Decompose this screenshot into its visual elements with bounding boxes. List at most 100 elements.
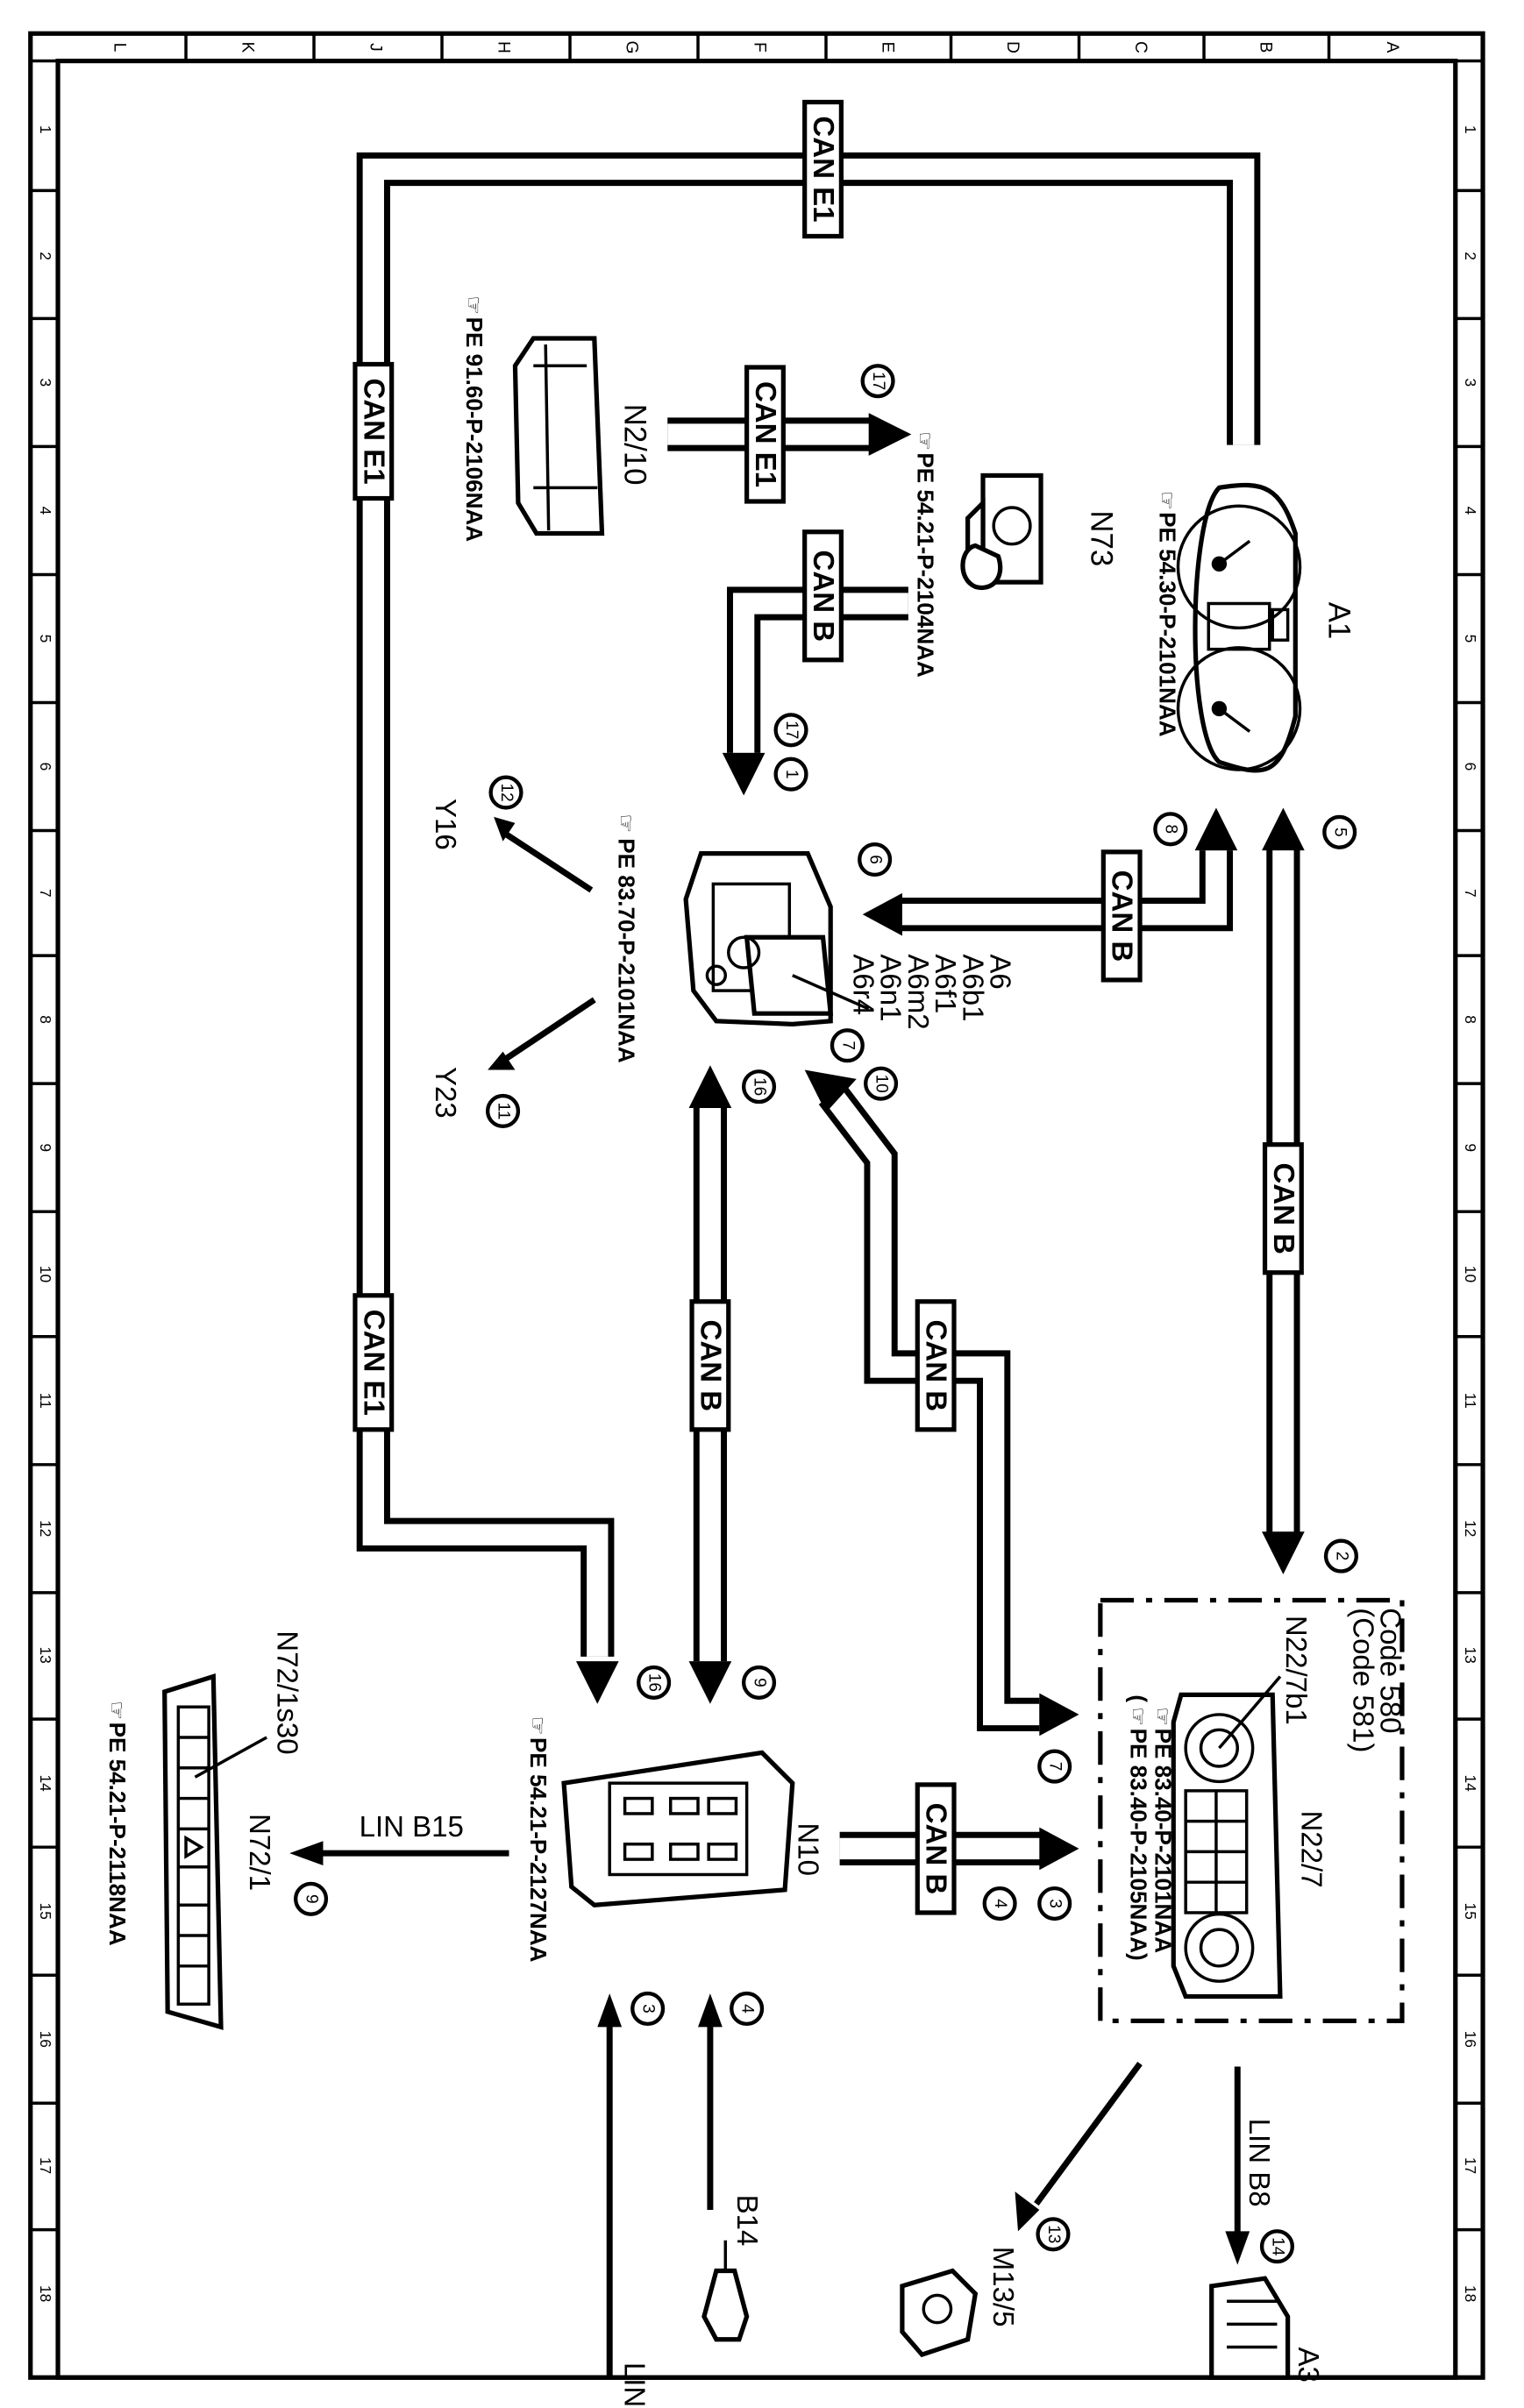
zone-letter: L — [110, 43, 129, 53]
lin-b8-label: LIN B8 — [1243, 2119, 1276, 2207]
bus-label-text: CAN B — [694, 1320, 727, 1412]
marker: 13 — [1036, 2217, 1071, 2252]
zone-number: 6 — [1462, 763, 1479, 771]
marker: 8 — [1153, 812, 1188, 847]
svg-text:8: 8 — [1162, 824, 1180, 834]
component-code-n2-10: N2/10 — [618, 404, 652, 486]
marker: 3 — [630, 1991, 666, 2027]
zone-number: 15 — [1462, 1903, 1479, 1920]
svg-text:5: 5 — [1331, 828, 1350, 837]
arrow-heads — [575, 413, 1305, 1871]
zone-number: 17 — [37, 2157, 54, 2174]
svg-text:7: 7 — [838, 1041, 857, 1050]
marker: 6 — [858, 842, 893, 877]
book-icon: ☞ — [1126, 1707, 1150, 1726]
bus-label-can-e1: CAN E1 — [744, 365, 786, 504]
bus-label-text: CAN B — [921, 1803, 953, 1895]
instrument-cluster-a1: A1 PE 54.30-P-2101NAA ☞ — [1155, 482, 1356, 773]
svg-text:17: 17 — [869, 372, 887, 390]
arrow-left-icon — [862, 892, 902, 936]
component-ref-n22-7-b: PE 83.40-P-2105NAA) — [1126, 1729, 1152, 1961]
component-code-n22-7b1: N22/7b1 — [1280, 1616, 1313, 1725]
svg-text:17: 17 — [782, 721, 801, 739]
svg-text:4: 4 — [738, 2004, 757, 2014]
bus-label-can-e1: CAN E1 — [802, 99, 844, 239]
zone-letter: C — [1131, 41, 1150, 53]
lin-b15-label: LIN B15 — [360, 1810, 464, 1843]
sam-module-n10: N10 PE 54.21-P-2127NAA ☞ — [525, 1716, 825, 1963]
zone-number: 4 — [1462, 507, 1479, 515]
code-580-label: Code 580 — [1375, 1608, 1407, 1733]
zone-number: 2 — [1462, 252, 1479, 260]
marker: 4 — [730, 1991, 765, 2027]
zone-number: 14 — [37, 1775, 54, 1793]
arrow-down-icon — [575, 1661, 619, 1704]
book-icon: ☞ — [525, 1716, 549, 1736]
arrow-left-icon — [289, 1841, 324, 1866]
lin-label: LIN — [619, 2362, 652, 2407]
zone-number: 1 — [1462, 125, 1479, 134]
svg-text:2: 2 — [1332, 1552, 1350, 1561]
component-code-n72-1: N72/1 — [244, 1814, 276, 1891]
drawing-frame — [28, 31, 1485, 2380]
svg-text:7: 7 — [1046, 1762, 1065, 1772]
zone-number: 15 — [37, 1903, 54, 1920]
zone-number: 9 — [37, 1143, 54, 1152]
zone-number: 18 — [1462, 2285, 1479, 2302]
component-code-a6b1: A6b1 — [957, 954, 989, 1021]
zone-number: 8 — [37, 1015, 54, 1024]
zone-number: 2 — [37, 252, 54, 260]
svg-text:3: 3 — [639, 2004, 658, 2014]
component-code-n22-7: N22/7 — [1295, 1810, 1328, 1887]
bus-label-can-b: CAN B — [802, 529, 844, 663]
arrow-up-icon — [1262, 807, 1305, 851]
bus-label-can-e1: CAN E1 — [353, 1293, 395, 1432]
marker: 4 — [982, 1886, 1017, 1921]
component-code-a6f1: A6f1 — [929, 954, 962, 1013]
zone-number: 12 — [1462, 1520, 1479, 1537]
zone-letter: G — [622, 40, 640, 53]
arrow-down-icon — [1262, 1531, 1305, 1574]
marker: 1 — [773, 756, 808, 792]
svg-text:10: 10 — [872, 1075, 891, 1093]
marker: 9 — [293, 1881, 329, 1916]
marker: 5 — [1322, 814, 1357, 849]
marker: 9 — [741, 1665, 777, 1700]
component-code-n10: N10 — [793, 1822, 825, 1876]
component-code-n72-1s30: N72/1s30 — [271, 1630, 303, 1754]
code-581-label: (Code 581) — [1347, 1608, 1379, 1752]
bus-label-text: CAN B — [1107, 870, 1139, 962]
arrow-down-left-icon — [488, 1051, 516, 1070]
book-icon: ☞ — [912, 431, 936, 451]
zone-letter: B — [1256, 42, 1274, 53]
marker: 7 — [1037, 1749, 1072, 1784]
component-code-m13-5: M13/5 — [987, 2247, 1020, 2327]
component-ref-n10: PE 54.21-P-2127NAA — [525, 1737, 552, 1963]
arrow-right-icon — [1039, 1827, 1079, 1871]
motor-m13-5: M13/5 — [900, 2247, 1020, 2358]
marker: 7 — [830, 1028, 865, 1063]
marker: 3 — [1037, 1886, 1072, 1921]
svg-text:16: 16 — [645, 1673, 664, 1692]
arrow-up-icon — [698, 1993, 723, 2028]
arrow-down-icon — [688, 1661, 732, 1704]
svg-text:16: 16 — [750, 1077, 768, 1096]
marker: 14 — [1259, 2229, 1294, 2264]
bus-label-can-e1: CAN E1 — [353, 361, 395, 501]
zone-number: 10 — [37, 1266, 54, 1282]
heater-unit-a6: A6 A6b1 A6f1 A6m2 A6n1 A6r4 PE 83.70-P-2… — [430, 799, 1017, 1119]
zone-letter: E — [878, 42, 896, 53]
svg-text:14: 14 — [1268, 2237, 1286, 2256]
svg-text:4: 4 — [991, 1899, 1009, 1908]
svg-text:12: 12 — [497, 783, 516, 801]
zone-number: 5 — [37, 635, 54, 643]
zone-number: 6 — [37, 763, 54, 771]
zone-number: 18 — [37, 2285, 54, 2302]
zone-number: 13 — [1462, 1646, 1479, 1663]
bus-label-text: CAN E1 — [358, 378, 390, 484]
bus-label-can-b: CAN B — [915, 1782, 957, 1915]
zone-letter: F — [750, 42, 768, 53]
component-code-y16: Y16 — [430, 799, 462, 850]
component-ref-a6: PE 83.70-P-2101NAA — [614, 838, 640, 1063]
